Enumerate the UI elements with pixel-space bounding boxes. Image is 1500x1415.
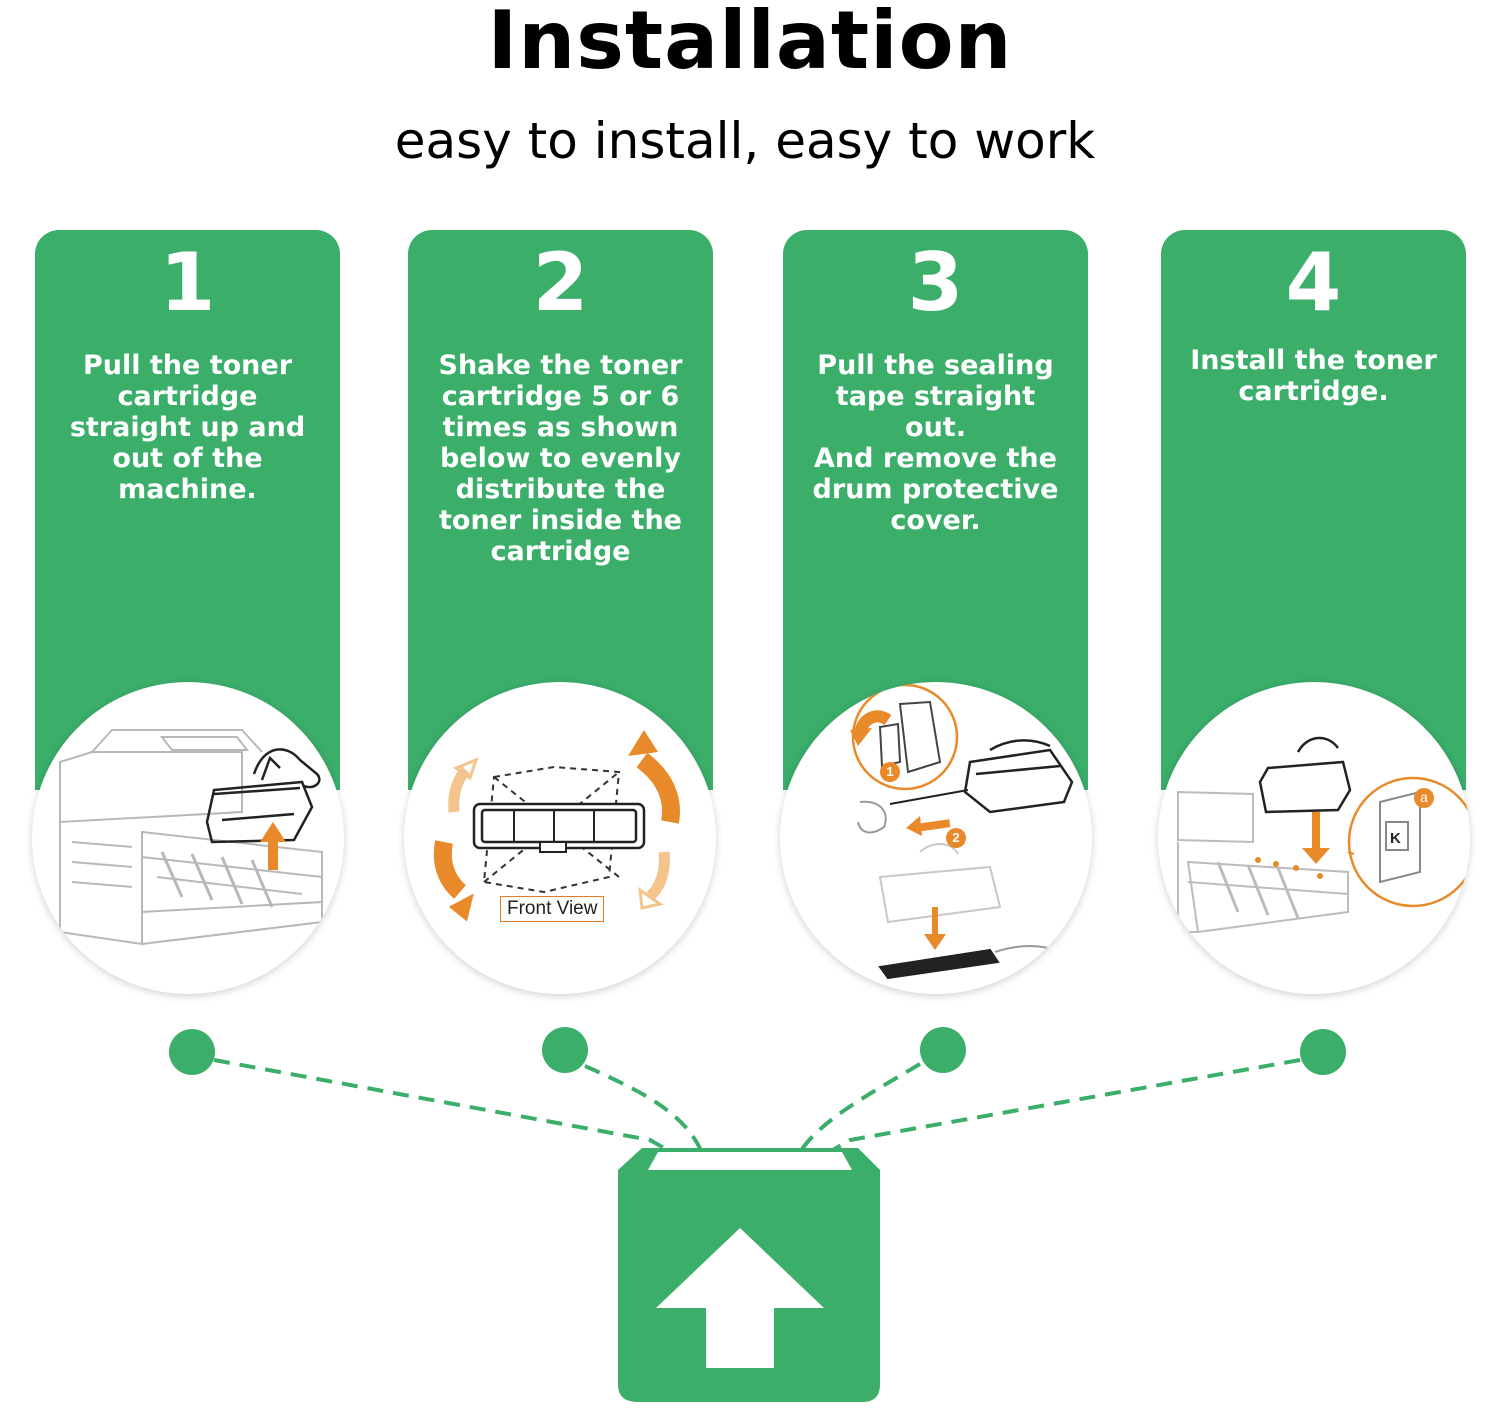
marker-a-badge: a <box>1414 788 1434 808</box>
step-number: 1 <box>159 236 216 329</box>
step-badge: 1 <box>880 762 900 782</box>
step-illustration-2: Front View <box>404 682 716 994</box>
step-text: Shake the toner cartridge 5 or 6 times a… <box>438 350 683 567</box>
page-subtitle: easy to install, easy to work <box>394 112 1096 170</box>
connector-dot-4 <box>1300 1029 1346 1075</box>
shake-cartridge-icon <box>433 730 680 922</box>
step-card-4: 4 Install the toner cartridge. <box>1161 230 1466 790</box>
step-badge: 2 <box>946 828 966 848</box>
step-text: Install the toner cartridge. <box>1190 345 1437 407</box>
install-cartridge-icon <box>1177 736 1470 934</box>
step-text: Pull the sealing tape straight out. And … <box>812 350 1059 536</box>
step-illustration-4: a K <box>1158 682 1470 994</box>
upload-box-icon <box>600 1130 900 1415</box>
seal-tape-removal-icon <box>850 683 1074 980</box>
connector-dot-2 <box>542 1027 588 1073</box>
step-card-3: 3 Pull the sealing tape straight out. An… <box>783 230 1088 790</box>
connector-dot-3 <box>920 1027 966 1073</box>
step-card-1: 1 Pull the toner cartridge straight up a… <box>35 230 340 790</box>
step-illustration-3: 1 2 <box>780 682 1092 994</box>
marker-k-label: K <box>1390 830 1401 847</box>
step-number: 4 <box>1285 236 1342 329</box>
page-title: Installation <box>487 0 1013 87</box>
front-view-label: Front View <box>500 896 605 922</box>
printer-cartridge-icon <box>59 729 323 946</box>
connector-dot-1 <box>169 1029 215 1075</box>
step-number: 3 <box>907 236 964 329</box>
step-text: Pull the toner cartridge straight up and… <box>69 350 306 505</box>
step-illustration-1 <box>32 682 344 994</box>
step-number: 2 <box>532 236 589 329</box>
